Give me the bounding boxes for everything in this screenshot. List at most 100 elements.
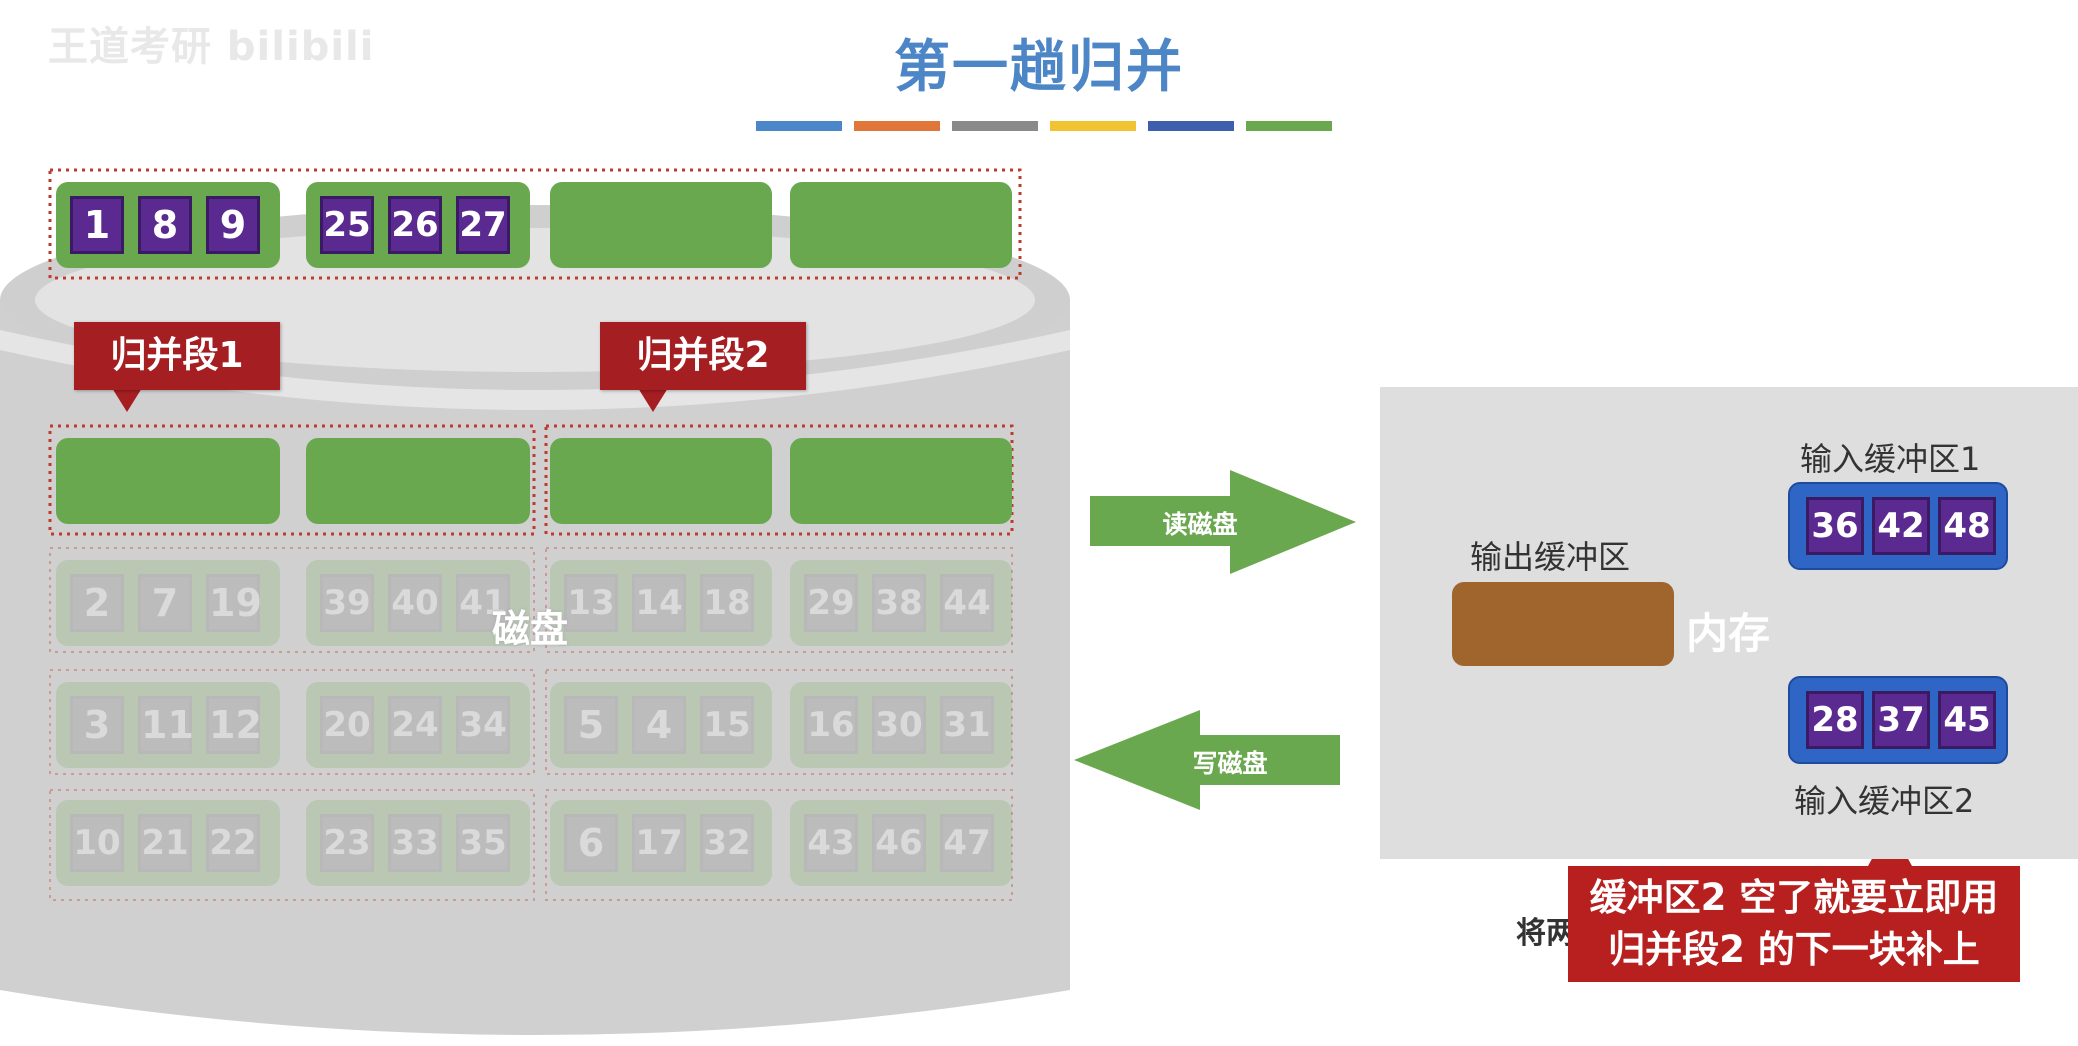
record-cell: 4 <box>632 696 686 754</box>
input-buffer-1-label: 输入缓冲区1 <box>1800 440 1981 478</box>
record-cell: 13 <box>564 574 618 632</box>
record-cell: 17 <box>632 814 686 872</box>
segment-block-3 <box>550 438 772 524</box>
disk-block: 20 24 34 <box>306 682 530 768</box>
record-cell: 38 <box>872 574 926 632</box>
output-buffer-label: 输出缓冲区 <box>1470 538 1631 576</box>
color-bar-segment <box>1148 121 1234 131</box>
disk-block: 6 17 32 <box>550 800 772 886</box>
record-cell: 47 <box>940 814 994 872</box>
record-cell: 5 <box>564 696 618 754</box>
segment-tag-1: 归并段1 <box>74 322 280 390</box>
disk-block: 29 38 44 <box>790 560 1012 646</box>
record-cell: 35 <box>456 814 510 872</box>
record-cell: 26 <box>388 196 442 254</box>
input-buffer-1: 36 42 48 <box>1788 482 2008 570</box>
memory-label: 内存 <box>1686 609 1771 658</box>
disk-block: 39 40 41 <box>306 560 530 646</box>
color-bar-segment <box>1050 121 1136 131</box>
disk-block: 23 33 35 <box>306 800 530 886</box>
segment-block-4 <box>790 438 1012 524</box>
record-cell: 20 <box>320 696 374 754</box>
disk-block: 43 46 47 <box>790 800 1012 886</box>
faded-frame-1 <box>49 547 535 653</box>
color-bar-segment <box>854 121 940 131</box>
record-cell: 42 <box>1872 497 1930 555</box>
record-cell: 31 <box>940 696 994 754</box>
top-block-3 <box>550 182 772 268</box>
read-disk-arrow <box>1090 470 1356 574</box>
color-bar-segment <box>1246 121 1332 131</box>
color-bar-segment <box>756 121 842 131</box>
note-box: 缓冲区2 空了就要立即用 归并段2 的下一块补上 <box>1568 866 2020 982</box>
note-prefix: 将两 <box>1516 916 1576 951</box>
record-cell: 33 <box>388 814 442 872</box>
faded-frame-5 <box>49 789 535 901</box>
record-cell: 1 <box>70 196 124 254</box>
record-cell: 30 <box>872 696 926 754</box>
record-cell: 11 <box>138 696 194 754</box>
record-cell: 45 <box>1938 691 1996 749</box>
record-cell: 23 <box>320 814 374 872</box>
segment-block-2 <box>306 438 530 524</box>
input-buffer-2-label: 输入缓冲区2 <box>1794 782 1975 820</box>
top-row-frame <box>48 168 1022 280</box>
title-color-bar <box>756 121 1332 131</box>
record-cell: 32 <box>700 814 754 872</box>
record-cell: 37 <box>1872 691 1930 749</box>
disk-block: 10 21 22 <box>56 800 280 886</box>
record-cell: 7 <box>138 574 192 632</box>
record-cell: 29 <box>804 574 858 632</box>
record-cell: 3 <box>70 696 124 754</box>
faded-frame-6 <box>545 789 1013 901</box>
faded-frame-3 <box>49 669 535 775</box>
record-cell: 44 <box>940 574 994 632</box>
note-line-1: 缓冲区2 空了就要立即用 <box>1589 876 1999 919</box>
disk-label: 磁盘 <box>492 607 569 651</box>
disk-body <box>0 300 1070 1035</box>
record-cell: 28 <box>1806 691 1864 749</box>
record-cell: 21 <box>138 814 192 872</box>
record-cell: 34 <box>456 696 510 754</box>
disk-block: 5 4 15 <box>550 682 772 768</box>
record-cell: 12 <box>206 696 262 754</box>
disk-rim-shadow <box>0 330 1070 410</box>
top-block-4 <box>790 182 1012 268</box>
read-disk-label: 读磁盘 <box>1162 510 1238 539</box>
color-bar-segment <box>952 121 1038 131</box>
disk-block: 13 14 18 <box>550 560 772 646</box>
record-cell: 15 <box>700 696 754 754</box>
segment-2-frame <box>544 424 1014 536</box>
record-cell: 36 <box>1806 497 1864 555</box>
write-disk-arrow <box>1074 710 1340 810</box>
record-cell: 9 <box>206 196 260 254</box>
record-cell: 18 <box>700 574 754 632</box>
record-cell: 48 <box>1938 497 1996 555</box>
disk-block: 3 11 12 <box>56 682 280 768</box>
record-cell: 14 <box>632 574 686 632</box>
record-cell: 19 <box>206 574 262 632</box>
note-line-2: 归并段2 的下一块补上 <box>1608 928 1980 971</box>
record-cell: 6 <box>564 814 618 872</box>
record-cell: 2 <box>70 574 124 632</box>
disk-block: 2 7 19 <box>56 560 280 646</box>
top-block-1: 1 8 9 <box>56 182 280 268</box>
record-cell: 25 <box>320 196 374 254</box>
write-disk-label: 写磁盘 <box>1192 749 1268 778</box>
top-block-2: 25 26 27 <box>306 182 530 268</box>
page-title: 第一趟归并 <box>894 35 1184 100</box>
record-cell: 27 <box>456 196 510 254</box>
disk-block: 16 30 31 <box>790 682 1012 768</box>
record-cell: 41 <box>456 574 510 632</box>
segment-1-frame <box>48 424 536 536</box>
tag-1-pointer <box>112 388 142 412</box>
record-cell: 43 <box>804 814 858 872</box>
output-buffer <box>1452 582 1674 666</box>
watermark: 王道考研 bilibili <box>48 24 375 70</box>
record-cell: 8 <box>138 196 192 254</box>
record-cell: 10 <box>70 814 124 872</box>
record-cell: 16 <box>804 696 858 754</box>
faded-frame-4 <box>545 669 1013 775</box>
faded-frame-2 <box>545 547 1013 653</box>
record-cell: 46 <box>872 814 926 872</box>
